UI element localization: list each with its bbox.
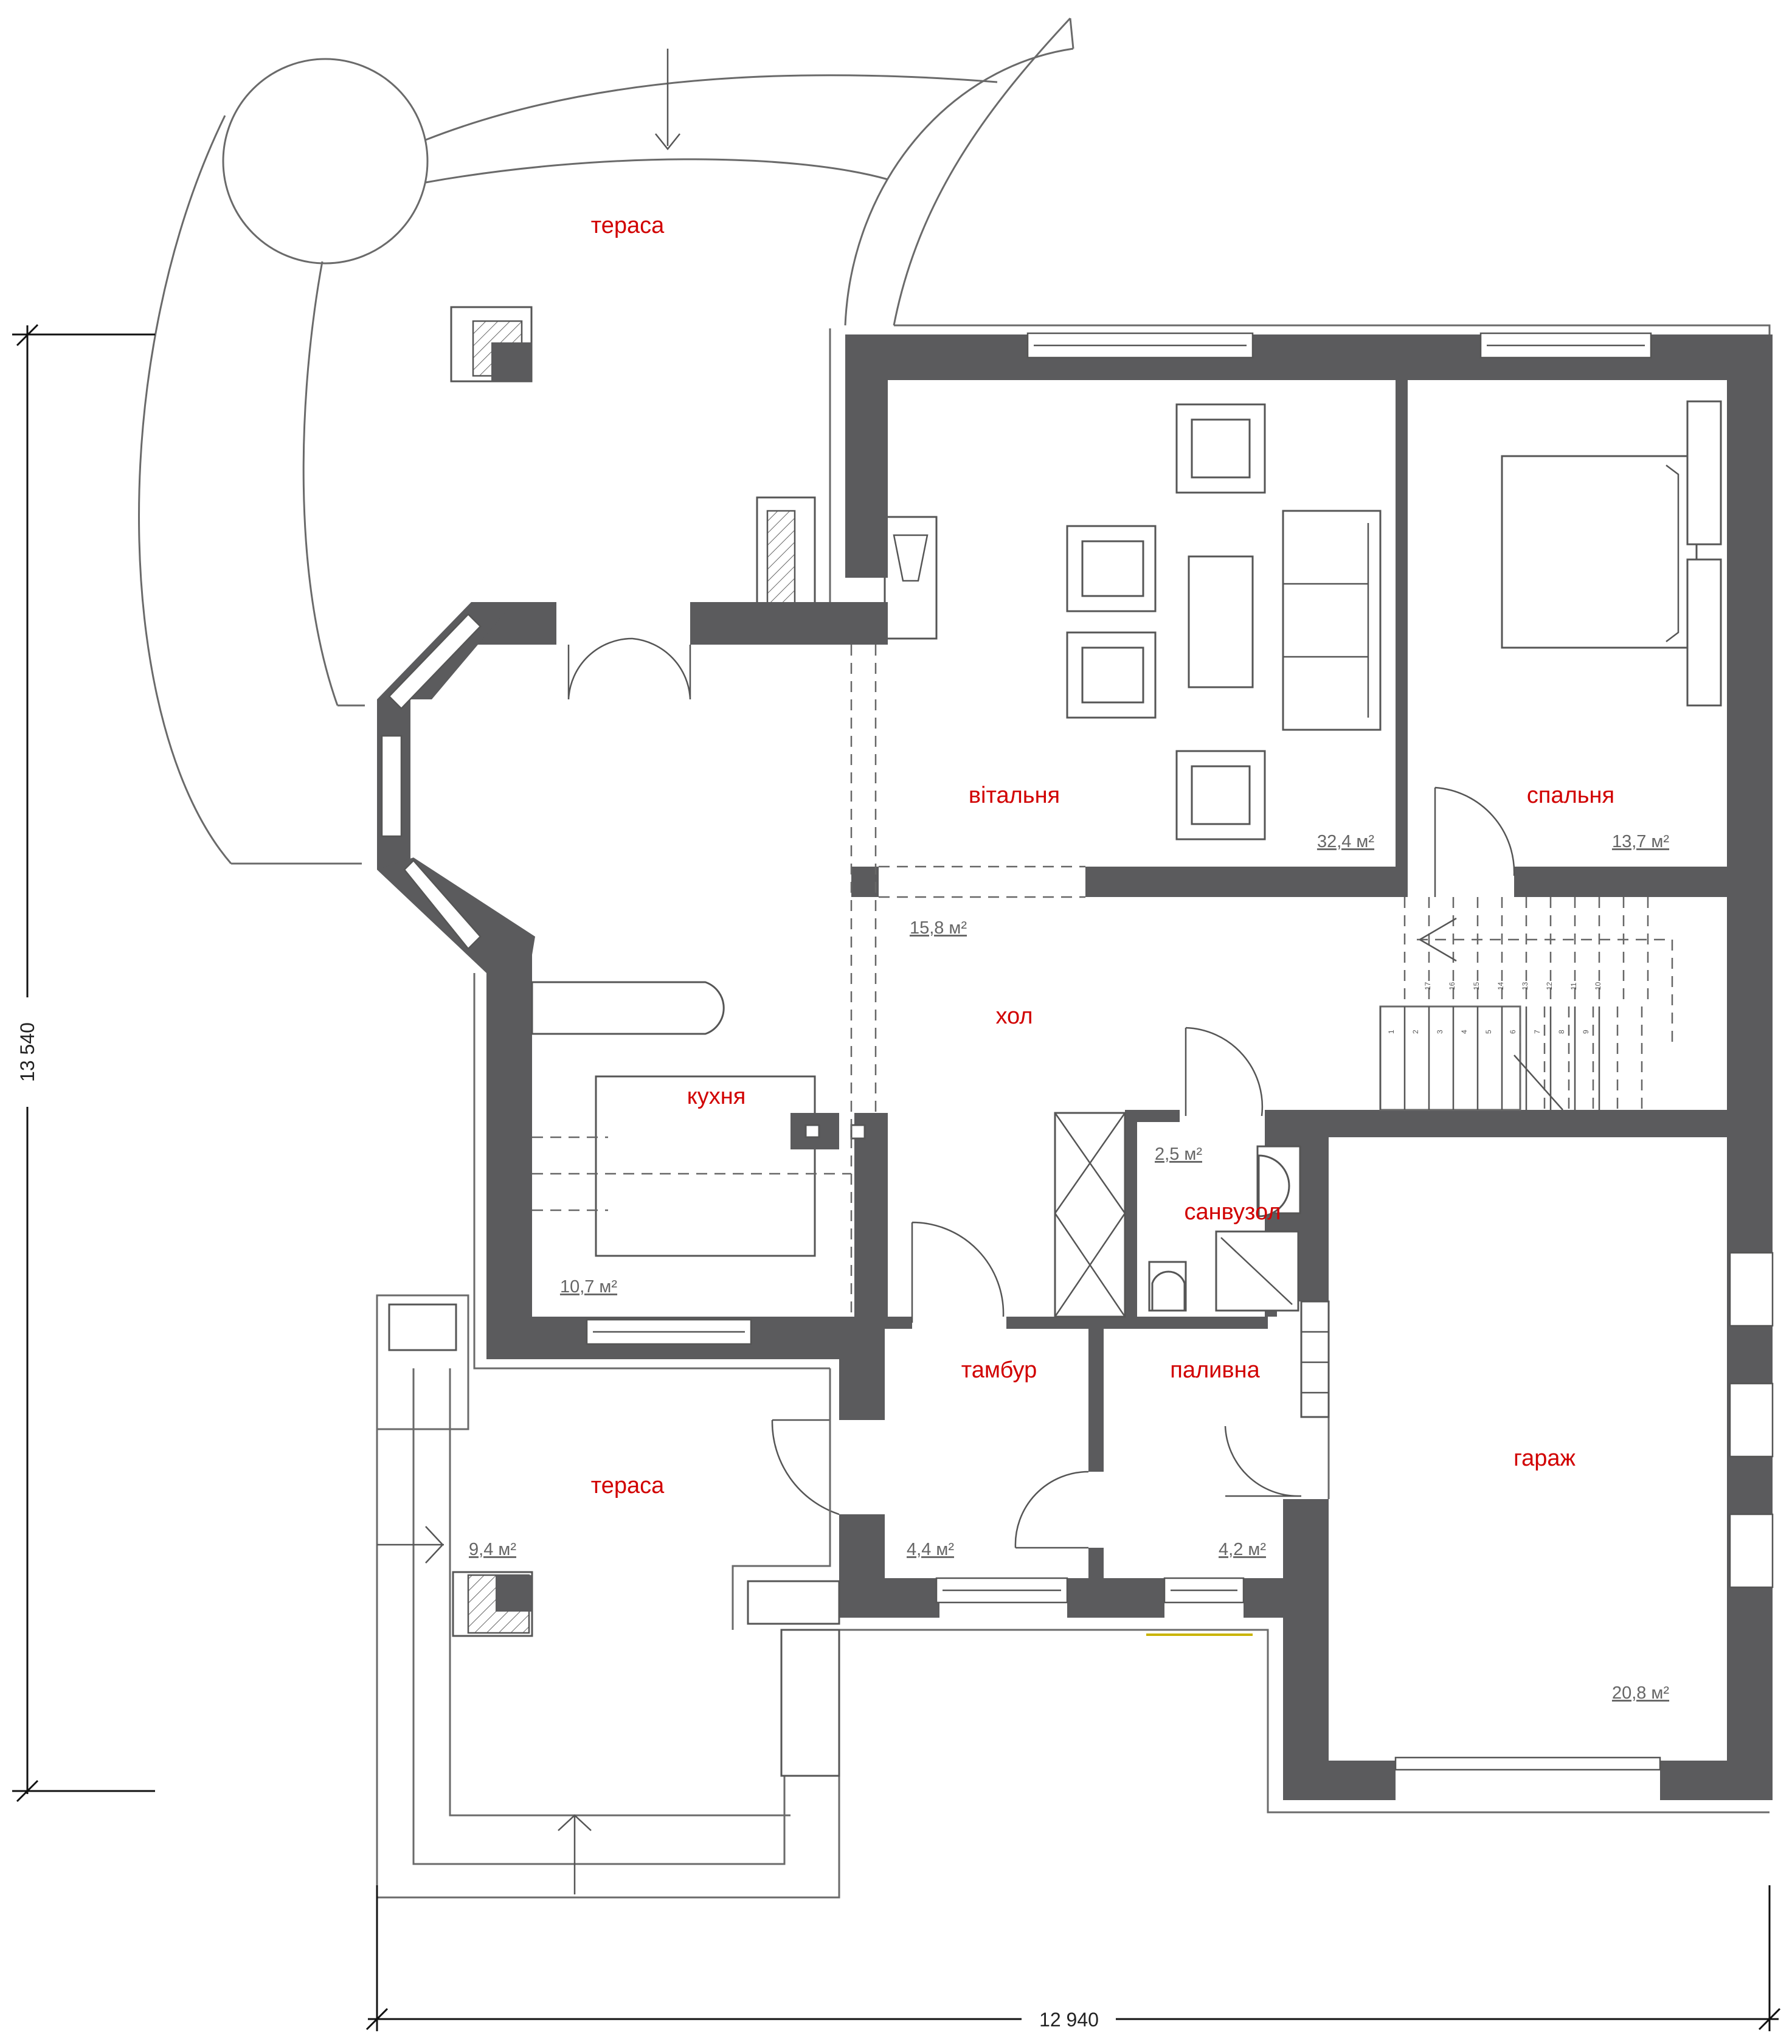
svg-text:3: 3: [1436, 1030, 1444, 1034]
bedroom-furniture: [1501, 400, 1722, 707]
stair-step-numbers: 17 16 15 14 13 12 11 10 1 2 3 4 5 6 7 8 …: [1387, 982, 1602, 1034]
area-boiler: 4,2 м²: [1219, 1540, 1266, 1559]
area-garage: 20,8 м²: [1612, 1683, 1669, 1703]
room-label-kitchen: кухня: [687, 1084, 746, 1109]
dimension-height-label: 13 540: [16, 1022, 38, 1082]
room-label-boiler: паливна: [1170, 1357, 1260, 1383]
area-hall: 15,8 м²: [910, 918, 967, 938]
room-label-terrace-top: тераса: [591, 213, 665, 238]
room-label-bathroom: санвузол: [1185, 1199, 1281, 1225]
room-label-terrace-bottom: тераса: [591, 1473, 665, 1498]
area-vestibule: 4,4 м²: [907, 1540, 954, 1559]
staircase: [1379, 897, 1673, 1111]
svg-text:1: 1: [1387, 1030, 1396, 1034]
kitchen-furniture: [531, 981, 866, 1257]
fireplace-top: [450, 306, 533, 383]
windows: [381, 332, 1774, 1771]
svg-text:5: 5: [1484, 1030, 1493, 1034]
room-label-hall: хол: [995, 1003, 1033, 1029]
area-bathroom: 2,5 м²: [1155, 1145, 1202, 1164]
terrace-bottom-outline: [376, 1294, 840, 1899]
svg-text:14: 14: [1496, 982, 1505, 990]
svg-text:12: 12: [1545, 982, 1554, 990]
svg-text:13: 13: [1521, 982, 1529, 990]
area-kitchen: 10,7 м²: [560, 1277, 617, 1297]
svg-text:4: 4: [1460, 1030, 1469, 1034]
area-living: 32,4 м²: [1317, 832, 1374, 851]
room-label-bedroom: спальня: [1527, 783, 1614, 808]
svg-text:6: 6: [1509, 1030, 1517, 1034]
living-furniture: [1066, 403, 1382, 840]
svg-text:7: 7: [1533, 1030, 1541, 1034]
bathroom-fixtures: [1054, 1112, 1330, 1418]
area-bedroom: 13,7 м²: [1612, 832, 1669, 851]
svg-text:10: 10: [1594, 982, 1602, 990]
room-label-vestibule: тамбур: [961, 1357, 1037, 1383]
svg-text:2: 2: [1411, 1030, 1420, 1034]
doors: [567, 637, 1515, 1549]
svg-text:9: 9: [1582, 1030, 1590, 1034]
room-label-living: вітальня: [969, 783, 1060, 808]
svg-text:15: 15: [1472, 982, 1481, 990]
svg-text:8: 8: [1557, 1030, 1566, 1034]
svg-text:17: 17: [1424, 982, 1432, 990]
svg-text:11: 11: [1569, 982, 1578, 990]
area-terrace-bottom: 9,4 м²: [469, 1540, 516, 1559]
room-label-garage: гараж: [1514, 1446, 1576, 1471]
dimension-width-label: 12 940: [1039, 2009, 1099, 2031]
terrace-top-outline: [138, 17, 1771, 1800]
svg-text:16: 16: [1448, 982, 1456, 990]
